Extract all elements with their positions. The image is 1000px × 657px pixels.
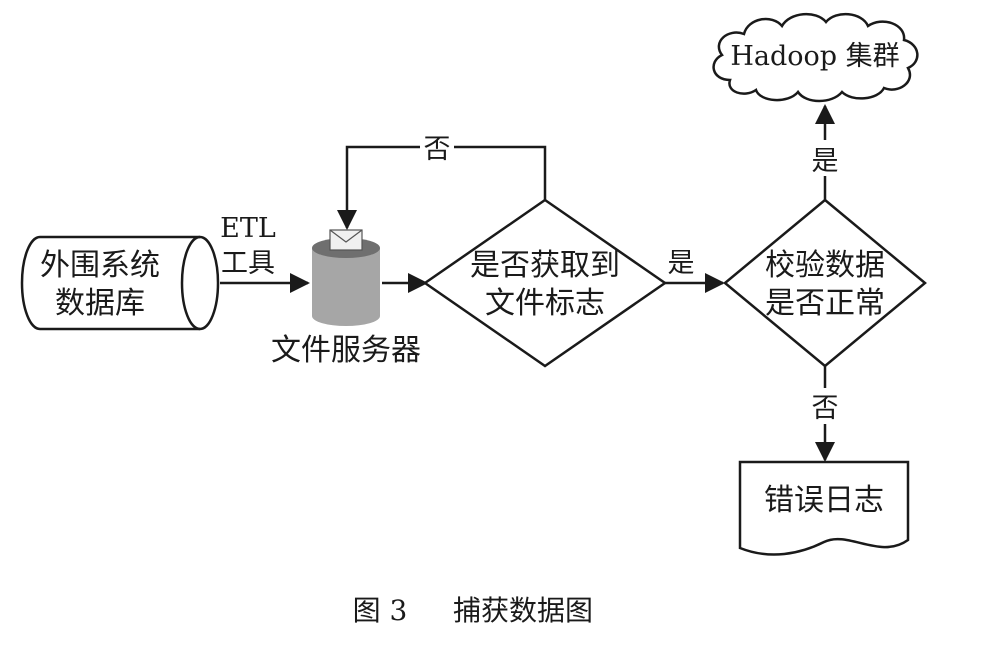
decision-validation-line-2: 是否正常 <box>765 286 885 321</box>
external-database-node: 外围系统 数据库 <box>20 235 220 331</box>
hadoop-cluster-node: Hadoop 集群 <box>712 13 919 103</box>
decision-validation-line-1: 校验数据 <box>765 248 885 283</box>
decision-validation-diamond <box>723 198 927 368</box>
file-server-node: 文件服务器 <box>271 229 421 368</box>
database-label-line-2: 数据库 <box>55 286 145 321</box>
database-label-line-1: 外围系统 <box>40 248 160 283</box>
valid-yes-edge: 是 <box>806 104 844 200</box>
flag-no-edge: 否 <box>337 130 547 230</box>
hadoop-label: Hadoop 集群 <box>730 41 899 72</box>
file-server-label: 文件服务器 <box>271 333 421 368</box>
server-body <box>312 248 380 326</box>
figure-title: 捕获数据图 <box>453 594 593 627</box>
flag-yes-label: 是 <box>668 248 695 279</box>
error-log-document-shape <box>738 460 910 556</box>
decision-file-flag-line-2: 文件标志 <box>485 286 605 321</box>
etl-edge: ETL 工具 <box>220 213 310 293</box>
envelope-icon <box>329 229 363 251</box>
etl-label-line-2: 工具 <box>221 248 275 279</box>
etl-label-line-1: ETL <box>220 213 276 244</box>
hadoop-cloud-shape <box>712 13 919 103</box>
figure-caption: 图 3 捕获数据图 <box>353 594 593 627</box>
valid-no-edge: 否 <box>806 366 844 462</box>
decision-file-flag-node: 是否获取到 文件标志 <box>422 198 668 368</box>
error-log-label: 错误日志 <box>764 483 884 518</box>
figure-number: 图 3 <box>353 594 408 627</box>
flag-no-label: 否 <box>424 134 451 165</box>
valid-yes-label: 是 <box>812 146 839 177</box>
flag-yes-edge: 是 <box>665 248 725 293</box>
decision-file-flag-line-1: 是否获取到 <box>470 248 620 283</box>
decision-validation-node: 校验数据 是否正常 <box>723 198 927 368</box>
valid-no-label: 否 <box>812 393 839 424</box>
database-cylinder-end <box>180 235 201 331</box>
decision-file-flag-diamond <box>422 198 668 368</box>
error-log-node: 错误日志 <box>738 460 910 556</box>
